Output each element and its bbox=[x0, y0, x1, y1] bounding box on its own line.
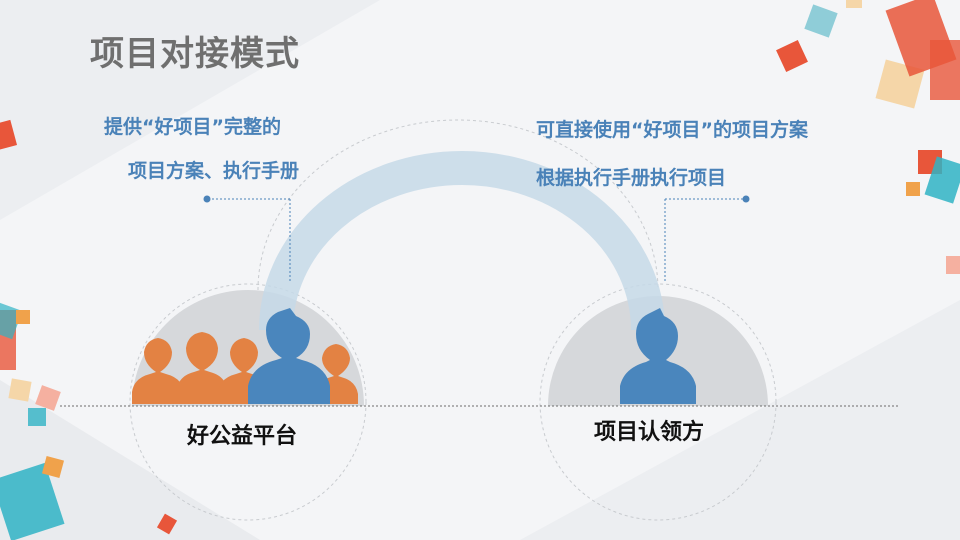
right-outer-ring bbox=[539, 283, 777, 521]
left-callout-leader bbox=[203, 195, 291, 282]
person-silhouette-icon bbox=[132, 338, 184, 404]
person-silhouette-icon bbox=[620, 308, 696, 404]
person-silhouette-icon bbox=[248, 308, 330, 404]
bg-facet bbox=[0, 0, 380, 220]
left-description-line-2: 项目方案、执行手册 bbox=[128, 160, 300, 182]
left-description-line-1: 提供“好项目”完整的 bbox=[104, 116, 281, 138]
decor-squares-top-right bbox=[776, 0, 960, 274]
right-description-line-2: 根据执行手册执行项目 bbox=[536, 167, 727, 189]
left-outer-ring bbox=[129, 283, 367, 521]
bg-facet bbox=[0, 380, 260, 540]
person-silhouette-icon bbox=[176, 332, 228, 404]
right-description-line-1: 可直接使用“好项目”的项目方案 bbox=[536, 119, 808, 141]
outer-dashed-arc bbox=[257, 119, 659, 291]
decor-squares-left bbox=[0, 119, 178, 540]
connecting-arc bbox=[259, 151, 665, 331]
bg-facet bbox=[520, 300, 960, 540]
right-callout-leader bbox=[664, 195, 750, 282]
page-title: 项目对接模式 bbox=[90, 34, 300, 74]
right-party-label: 项目认领方 bbox=[594, 420, 705, 445]
left-party-label: 好公益平台 bbox=[187, 424, 298, 449]
